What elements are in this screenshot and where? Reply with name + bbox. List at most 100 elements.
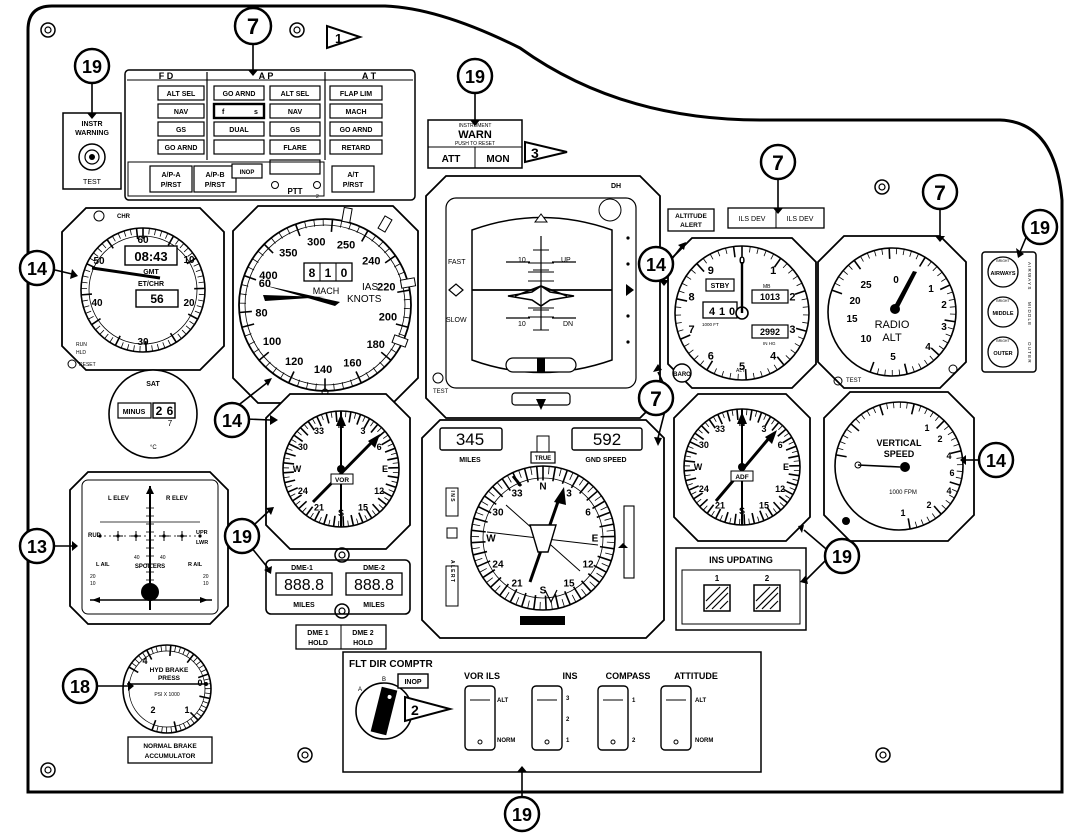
tick — [159, 230, 163, 237]
svg-text:10: 10 — [860, 334, 872, 345]
svg-text:FLT DIR COMPTR: FLT DIR COMPTR — [349, 659, 433, 670]
ap-dual-button[interactable]: DUAL — [213, 121, 265, 137]
fd-gs-button[interactable]: GS — [157, 121, 205, 137]
svg-text:A/P-A: A/P-A — [161, 172, 180, 179]
tick — [544, 595, 547, 610]
ap-flare-button[interactable]: FLARE — [269, 139, 321, 155]
tick — [902, 249, 905, 256]
clock-ticks — [81, 228, 205, 352]
ins-update-2-light[interactable] — [753, 584, 781, 612]
tick — [907, 518, 911, 530]
at-flap-lim-button[interactable]: FLAP LIM — [329, 85, 383, 101]
tick — [834, 282, 841, 287]
tick — [174, 645, 177, 652]
speed-bug[interactable] — [399, 277, 417, 289]
aircraft-symbol — [529, 524, 557, 553]
ap-a-reset-button[interactable]: A/P-AP/RST — [149, 165, 193, 193]
svg-text:O U T E R: O U T E R — [1027, 342, 1032, 363]
tick — [243, 274, 257, 281]
ap-blank-button[interactable] — [213, 139, 265, 155]
ins-update-1-light[interactable] — [703, 584, 731, 612]
clock-reset-button[interactable] — [67, 359, 77, 369]
speed-bug[interactable] — [377, 215, 393, 233]
tick — [587, 486, 594, 493]
radio-alt-test-button[interactable] — [833, 376, 843, 386]
tick — [126, 344, 130, 351]
tick — [120, 342, 124, 349]
tick — [675, 306, 682, 308]
tick — [731, 409, 734, 416]
at-mach-button[interactable]: MACH — [329, 103, 383, 119]
adi-test-button[interactable] — [432, 372, 444, 384]
ins-updating-panel: INS UPDATING 1 2 — [675, 547, 807, 631]
at-go-arnd-button[interactable]: GO ARND — [329, 121, 383, 137]
fd-go-arnd-button[interactable]: GO ARND — [157, 139, 205, 155]
tick — [794, 289, 806, 296]
ap-alt-sel-button[interactable]: ALT SEL — [269, 85, 321, 101]
tick — [325, 412, 330, 424]
tick — [884, 369, 886, 376]
dh-knob[interactable] — [598, 198, 622, 222]
vor-ils-switch[interactable] — [464, 685, 496, 751]
svg-text:OUTER: OUTER — [993, 351, 1012, 357]
mach-readout: 8 1 0 — [303, 262, 353, 282]
flt-dir-comptr-selector[interactable]: A B — [355, 677, 413, 740]
tick — [587, 572, 601, 584]
svg-text:AIRWAYS: AIRWAYS — [990, 271, 1015, 277]
ap-b-reset-button[interactable]: A/P-BP/RST — [193, 165, 237, 193]
dh-set-knob[interactable] — [948, 364, 958, 374]
instr-warning-light[interactable]: INSTR WARNING TEST — [62, 112, 122, 190]
svg-text:COMPASS: COMPASS — [606, 671, 651, 681]
tick — [569, 472, 574, 481]
tick — [472, 523, 481, 527]
svg-text:19: 19 — [832, 547, 852, 567]
fd-nav-button[interactable]: NAV — [157, 103, 205, 119]
svg-text:1: 1 — [335, 31, 342, 46]
fd-alt-sel-button[interactable]: ALT SEL — [157, 85, 205, 101]
tick — [475, 511, 484, 516]
ins-select-switch[interactable] — [531, 685, 563, 751]
compass-select-switch[interactable] — [597, 685, 629, 751]
svg-text:NORMAL BRAKE: NORMAL BRAKE — [143, 743, 197, 750]
dial-label: 350 — [279, 247, 297, 259]
attitude-select-switch[interactable] — [660, 685, 692, 751]
tick — [713, 368, 717, 375]
speed-bug[interactable] — [341, 206, 353, 224]
tick — [789, 487, 796, 491]
tick — [552, 466, 557, 482]
tick — [170, 726, 172, 733]
ap-gs-button[interactable]: GS — [269, 121, 321, 137]
speed-bug[interactable] — [391, 334, 409, 348]
tick — [391, 480, 398, 483]
ap-blank-button[interactable] — [269, 159, 321, 175]
at-reset-button[interactable]: A/TP/RST — [331, 165, 375, 193]
svg-text:A: A — [358, 687, 362, 693]
tick — [151, 345, 153, 352]
tick — [699, 498, 709, 508]
instrument-warn-annunciator[interactable]: INSTRUMENT WARN PUSH TO RESET ATT MON — [427, 119, 523, 169]
dial-label: 12 — [775, 484, 785, 494]
tick — [684, 455, 692, 458]
baro-knob[interactable]: BARO — [672, 363, 692, 383]
at-retard-button[interactable]: RETARD — [329, 139, 383, 155]
callout-14-clock: 14 — [18, 249, 56, 287]
ap-go-arnd-button[interactable]: GO ARND — [213, 85, 265, 101]
baro-mb-readout: 1013 — [751, 289, 789, 304]
tick — [156, 344, 160, 351]
dial-label: 24 — [492, 560, 504, 571]
svg-text:MACH: MACH — [313, 286, 340, 296]
tick — [732, 246, 736, 258]
tick — [186, 653, 195, 664]
ap-nav-button[interactable]: NAV — [269, 103, 321, 119]
tick — [154, 229, 157, 236]
tick — [936, 420, 945, 429]
tick — [798, 336, 804, 340]
